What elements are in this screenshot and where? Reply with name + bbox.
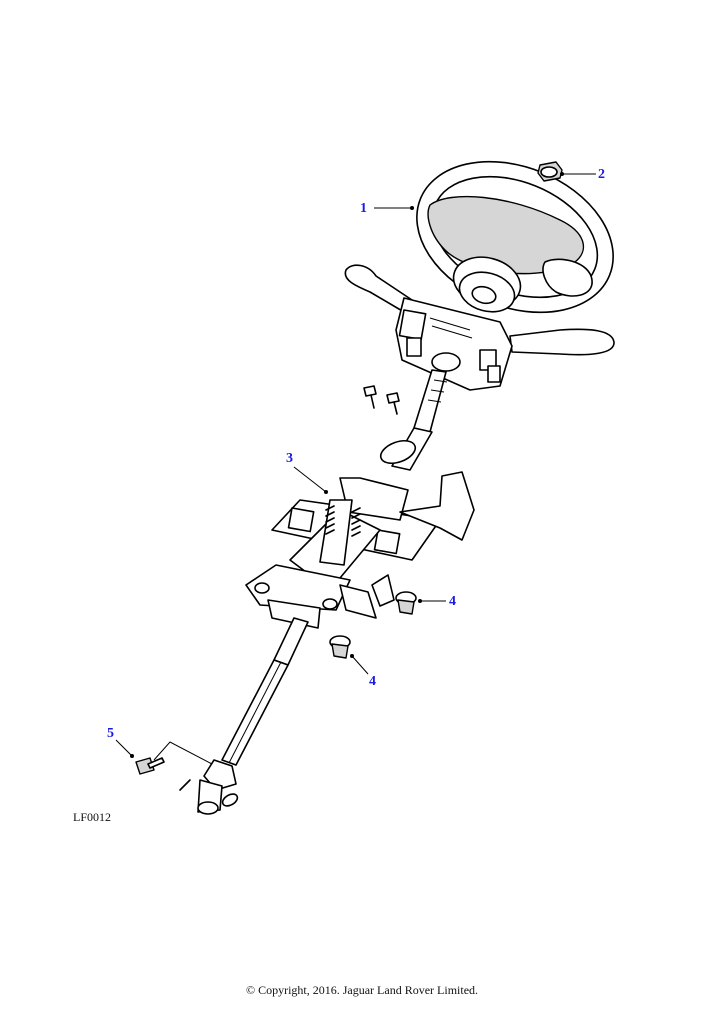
grommet-lower	[329, 635, 351, 659]
bolt	[135, 741, 213, 775]
steering-wheel	[416, 160, 614, 314]
copyright-notice: © Copyright, 2016. Jaguar Land Rover Lim…	[245, 983, 479, 997]
small-screws	[363, 385, 400, 415]
callout-5[interactable]: 5	[107, 726, 114, 741]
universal-joint	[179, 759, 239, 815]
callout-1[interactable]: 1	[360, 201, 367, 216]
combination-switch	[344, 264, 615, 391]
lower-shaft	[221, 617, 309, 766]
steering-column	[245, 471, 475, 629]
leader-lines	[115, 172, 596, 758]
figure-code: LF0012	[73, 810, 112, 824]
callout-2[interactable]: 2	[598, 167, 605, 182]
callout-4-lower[interactable]: 4	[369, 674, 376, 689]
upper-shaft	[379, 369, 448, 471]
callout-4-upper[interactable]: 4	[449, 594, 456, 609]
callout-3[interactable]: 3	[286, 451, 293, 466]
nut	[537, 161, 563, 182]
grommet-upper	[395, 591, 417, 615]
